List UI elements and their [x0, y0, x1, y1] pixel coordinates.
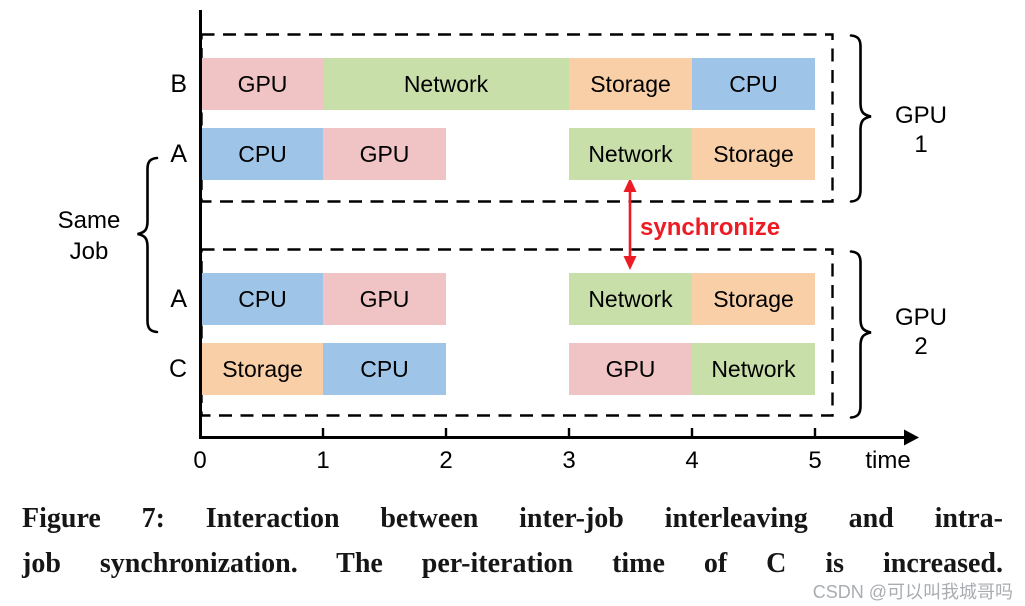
same-job-brace — [137, 156, 159, 334]
task-block-cpu: CPU — [692, 58, 815, 110]
gpu2-brace — [849, 250, 872, 419]
gpu2-label-line-1: GPU — [894, 304, 947, 331]
task-block-storage: Storage — [202, 343, 323, 395]
row-label-c-3: C — [168, 355, 187, 383]
figure-lineart — [137, 10, 919, 446]
task-block-gpu: GPU — [323, 128, 446, 180]
task-block-gpu: GPU — [202, 58, 323, 110]
task-block-cpu: CPU — [202, 273, 323, 325]
synchronize-label: synchronize — [640, 214, 781, 241]
gpu1-label-line-2: 1 — [914, 131, 928, 158]
same-job-line-2: Job — [69, 238, 109, 265]
row-label-a-2: A — [170, 285, 187, 313]
task-block-storage: Storage — [692, 273, 815, 325]
row-label-a-1: A — [170, 140, 187, 168]
x-tick-label-2: 2 — [439, 447, 453, 474]
gpu1-label: GPU 1 — [880, 101, 962, 159]
task-block-storage: Storage — [569, 58, 692, 110]
same-job-label: Same Job — [46, 205, 132, 267]
task-block-network: Network — [569, 128, 692, 180]
caption-line-1: Figure 7: Interaction between inter-job … — [22, 503, 1003, 534]
caption-line-2: job synchronization. The per-iteration t… — [22, 548, 1003, 579]
task-block-cpu: CPU — [323, 343, 446, 395]
task-block-cpu: CPU — [202, 128, 323, 180]
task-block-network: Network — [569, 273, 692, 325]
x-axis-arrowhead — [904, 429, 919, 446]
watermark: CSDN @可以叫我城哥吗 — [812, 582, 1013, 602]
gpu2-label-line-2: 2 — [914, 333, 928, 360]
task-block-gpu: GPU — [323, 273, 446, 325]
x-tick-label-4: 4 — [685, 447, 699, 474]
x-tick-label-5: 5 — [808, 447, 822, 474]
task-block-storage: Storage — [692, 128, 815, 180]
gpu1-brace — [849, 34, 872, 203]
gpu1-label-line-1: GPU — [894, 102, 947, 129]
row-label-b-0: B — [170, 70, 187, 98]
same-job-line-1: Same — [57, 207, 121, 234]
x-tick-label-1: 1 — [316, 447, 330, 474]
x-axis-label: time — [865, 447, 911, 474]
x-axis-ticks — [321, 428, 817, 437]
gpu2-label: GPU 2 — [880, 303, 962, 361]
x-tick-label-3: 3 — [562, 447, 576, 474]
x-tick-label-0: 0 — [193, 447, 207, 474]
synchronize-arrow — [623, 178, 637, 270]
task-block-network: Network — [692, 343, 815, 395]
task-block-network: Network — [323, 58, 569, 110]
figure-caption: Figure 7: Interaction between inter-job … — [22, 496, 1003, 586]
task-block-gpu: GPU — [569, 343, 692, 395]
